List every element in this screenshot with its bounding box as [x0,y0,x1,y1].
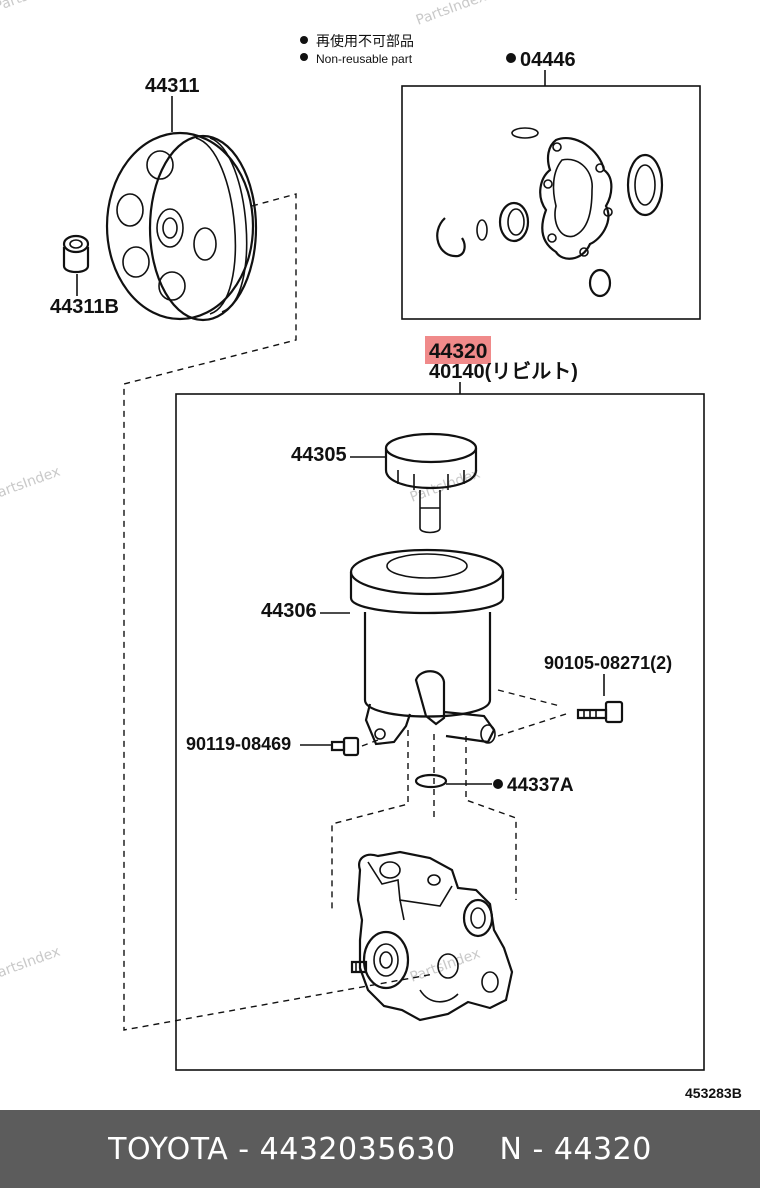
cap-group: 44305 [291,432,478,534]
footer-bar: TOYOTA - 4432035630 N - 44320 [0,1110,760,1188]
bolt-left-group: 90119-08469 [186,734,379,757]
diagram-code: 453283B [685,1085,742,1101]
legend-jp: 再使用不可部品 [316,33,414,50]
bolt-icon [330,740,346,752]
highlight-box [425,336,491,364]
watermark: PartsIndex [0,944,62,984]
gasket-icon [539,137,613,260]
watermark: PartsIndex [0,0,67,15]
assembly-box [175,393,705,1071]
watermark: PartsIndex [408,946,483,986]
small-ring-icon [476,219,488,241]
bottom-oring-icon [588,268,612,298]
footer-ref-number: N - 44320 [499,1131,652,1167]
watermark: PartsIndex [408,466,483,506]
legend: 再使用不可部品 Non-reusable part [300,33,414,66]
cap-icon [384,432,478,464]
gasket-kit-group: 04446 [401,49,701,320]
pump-body-icon [356,850,514,1022]
legend-en: Non-reusable part [316,52,413,66]
oil-seal-icon [498,201,530,243]
footer-part-number: TOYOTA - 4432035630 [108,1131,456,1167]
bullet-icon [300,53,308,61]
watermark: PartsIndex [0,464,62,504]
parts-diagram: PartsIndex PartsIndex PartsIndex PartsIn… [0,0,742,1101]
oring-label-group: 44337A [446,775,574,796]
bolt-icon [576,708,608,720]
label-04446[interactable]: 04446 [520,49,576,71]
gasket-kit-box [401,85,701,320]
watermark: PartsIndex [414,0,489,29]
label-40140[interactable]: 40140(リビルト) [429,360,578,383]
non-reusable-bullet-icon [493,779,503,789]
reservoir-group: 44306 [261,548,505,789]
label-44306[interactable]: 44306 [261,600,317,622]
pump-body-group [350,850,514,1022]
large-oring-icon [626,153,664,217]
small-oring-icon [511,127,539,139]
label-90119[interactable]: 90119-08469 [186,734,291,754]
label-90105[interactable]: 90105-08271(2) [544,653,672,673]
bullet-icon [300,36,308,44]
label-44320[interactable]: 44320 [429,340,487,363]
pulley-group: 44311 [105,75,435,1031]
bolt-right-group: 90105-08271(2) [497,653,672,737]
reservoir-icon [349,548,505,596]
pulley-icon [148,134,258,322]
label-44311[interactable]: 44311 [145,75,200,97]
label-44337A[interactable]: 44337A [507,775,574,796]
pulley-nut-group: 44311B [50,234,119,318]
snap-ring-icon [436,217,466,258]
oring-icon [414,773,448,789]
label-44305[interactable]: 44305 [291,444,347,466]
non-reusable-bullet-icon [506,53,516,63]
label-44311B[interactable]: 44311B [50,296,119,318]
nut-icon [62,247,90,274]
